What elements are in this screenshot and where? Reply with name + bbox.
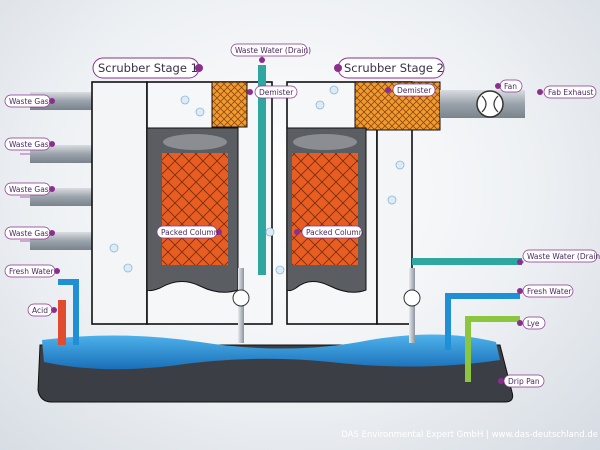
credit-text: DAS Environmental Expert GmbH | www.das-…	[341, 430, 598, 440]
label-lye: Lye	[527, 319, 540, 328]
label-waste-gas-4: Waste Gas	[9, 229, 49, 238]
pump-2-icon	[403, 289, 421, 307]
right-feed-pipes	[445, 293, 520, 382]
gas-bubbles	[109, 85, 405, 275]
label-acid: Acid	[32, 306, 48, 315]
drain-pipes	[258, 65, 522, 275]
stage1-title: Scrubber Stage 1	[98, 61, 198, 75]
inlet-chamber	[91, 81, 148, 325]
label-fresh-water-right: Fresh Water	[527, 287, 572, 296]
label-waste-gas-2: Waste Gas	[9, 140, 49, 149]
pump-1-icon	[232, 289, 250, 307]
label-waste-water-right: Waste Water (Drain)	[527, 252, 600, 261]
stage2-title: Scrubber Stage 2	[344, 61, 444, 75]
packed-column-2-shape	[286, 127, 367, 293]
packed-column-1-shape	[146, 127, 239, 293]
label-waste-gas-1: Waste Gas	[9, 97, 49, 106]
label-waste-gas-3: Waste Gas	[9, 185, 49, 194]
sump-water	[42, 334, 500, 370]
left-feed-pipes	[58, 279, 79, 345]
label-demister-1: Demister	[259, 88, 294, 97]
label-packed-column-1: Packed Column	[161, 228, 219, 237]
label-waste-water-top: Waste Water (Drain)	[235, 46, 311, 55]
label-fab-exhaust: Fab Exhaust	[548, 88, 594, 97]
label-fan: Fan	[504, 82, 517, 91]
demister-1-box	[211, 81, 248, 128]
label-demister-2: Demister	[397, 86, 432, 95]
label-fresh-water-left: Fresh Water	[9, 267, 54, 276]
label-packed-column-2: Packed Column	[306, 228, 364, 237]
fan-icon	[476, 90, 504, 118]
inlet-pipes	[30, 92, 92, 250]
callout-labels: Waste Gas Waste Gas Waste Gas Waste Gas …	[4, 43, 600, 388]
label-drip-pan: Drip Pan	[508, 377, 540, 386]
